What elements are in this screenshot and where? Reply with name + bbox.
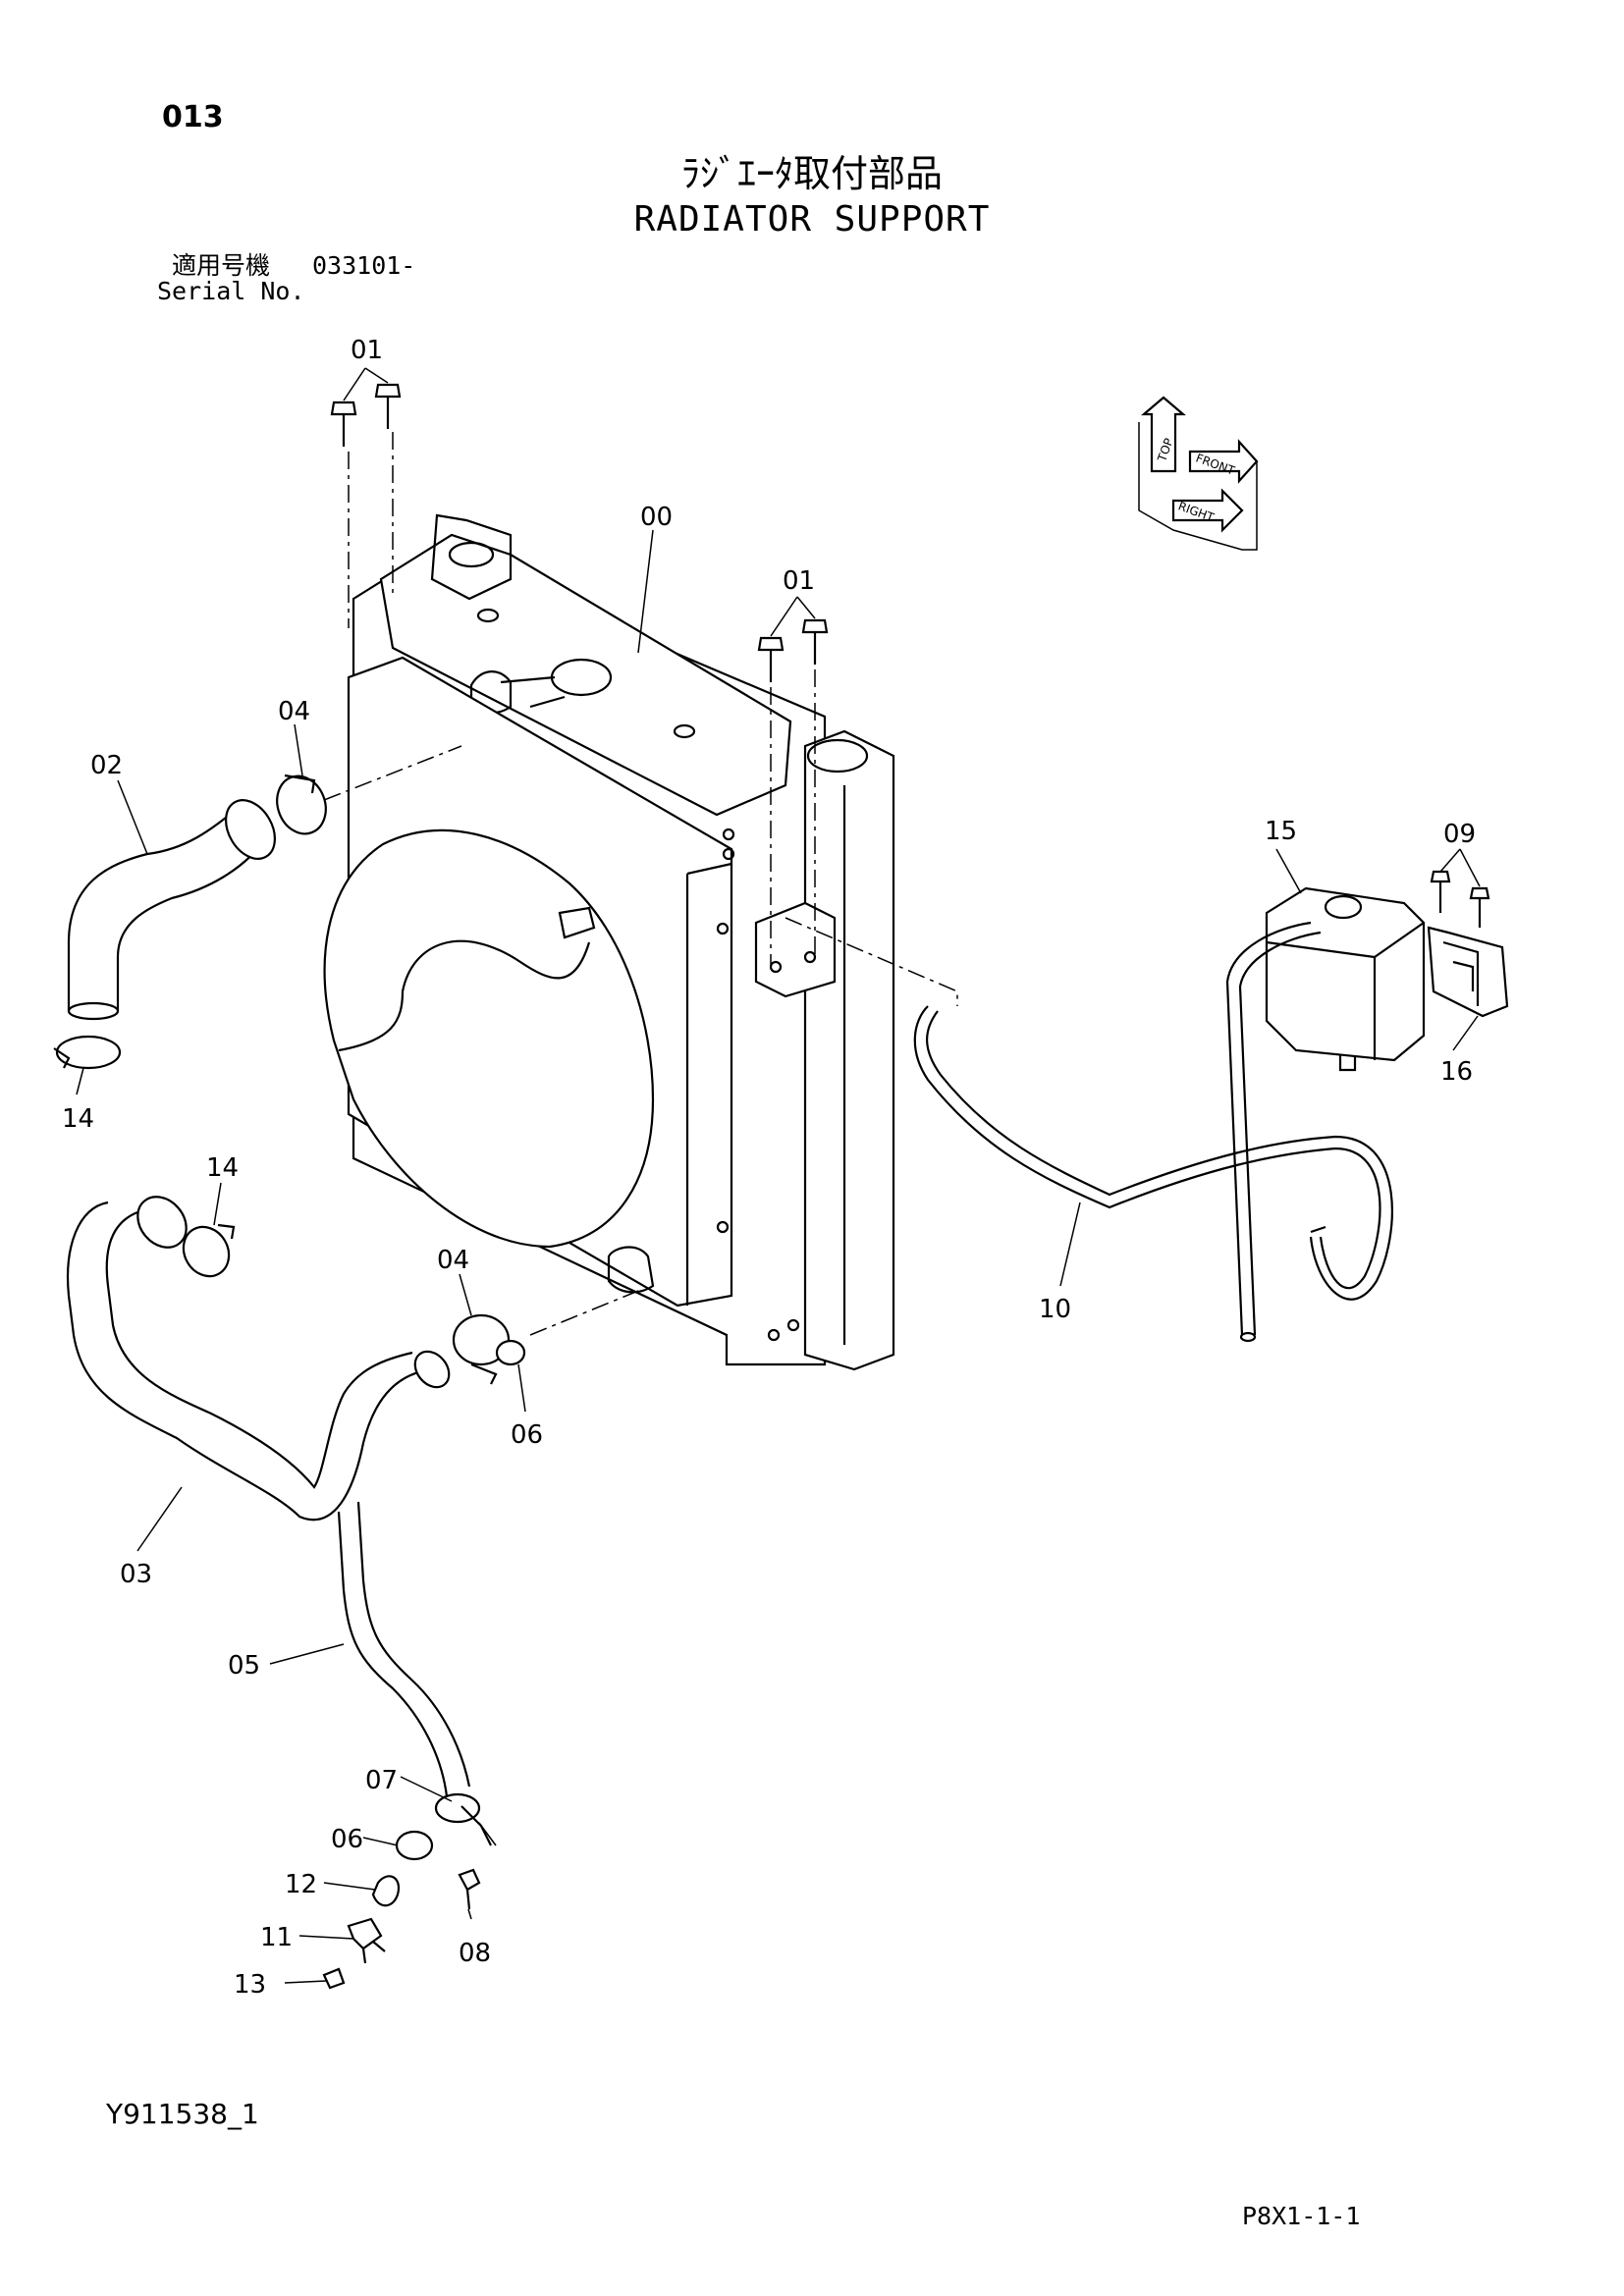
part-label-10: 10 [1039, 1295, 1071, 1324]
part-label-13: 13 [234, 1970, 266, 2000]
part-label-04-upper: 04 [278, 697, 310, 726]
bolts-top-right [757, 618, 829, 967]
part-label-15: 15 [1265, 817, 1297, 846]
part-label-00: 00 [640, 503, 673, 532]
bolts-top-left [330, 383, 402, 628]
part-label-05: 05 [228, 1651, 260, 1681]
tank-bracket [1427, 926, 1509, 1018]
part-label-11: 11 [260, 1923, 293, 1952]
part-label-02: 02 [90, 751, 123, 780]
part-label-16: 16 [1440, 1057, 1473, 1087]
part-label-09: 09 [1443, 820, 1476, 849]
hose-clamp-14-right [182, 1223, 236, 1278]
drain-hose [337, 1501, 497, 1846]
part-label-06-lower: 06 [331, 1825, 363, 1854]
part-label-14-left: 14 [62, 1104, 94, 1134]
hose-clamp-lower [452, 1290, 639, 1385]
part-label-14-right: 14 [206, 1153, 239, 1183]
part-label-01-left: 01 [351, 336, 383, 365]
leader-lines [76, 367, 1481, 1984]
hose-clamp-14-left [53, 1035, 122, 1070]
serial-number: 033101- [312, 251, 416, 280]
drain-cock-parts [322, 1830, 481, 1990]
part-label-06-upper: 06 [511, 1420, 543, 1450]
bolts-09 [1430, 870, 1490, 928]
overflow-hose [785, 917, 1393, 1343]
drawing-id: Y911538_1 [106, 2098, 259, 2130]
part-label-12: 12 [285, 1870, 317, 1899]
page-title: RADIATOR SUPPORT [633, 199, 991, 240]
part-label-01-right: 01 [783, 566, 815, 596]
part-label-03: 03 [120, 1560, 152, 1589]
reserve-tank [1265, 886, 1426, 1072]
page-number: 013 [162, 100, 224, 134]
part-label-04-lower: 04 [437, 1246, 469, 1275]
serial-label-japanese: 適用号機 [172, 251, 271, 280]
serial-label: Serial No. [157, 277, 305, 305]
orientation-marker: TOP FRONT RIGHT [1138, 396, 1259, 551]
part-label-08: 08 [459, 1939, 491, 1968]
page-code: P8X1-1-1 [1242, 2202, 1361, 2230]
part-label-07: 07 [365, 1766, 398, 1795]
lower-hose [67, 1196, 451, 1522]
page-title-japanese: ﾗｼﾞｴｰﾀ取付部品 [680, 152, 943, 195]
hose-clamp-upper [276, 745, 462, 835]
upper-hose [67, 799, 276, 1021]
radiator-assembly [323, 513, 895, 1371]
